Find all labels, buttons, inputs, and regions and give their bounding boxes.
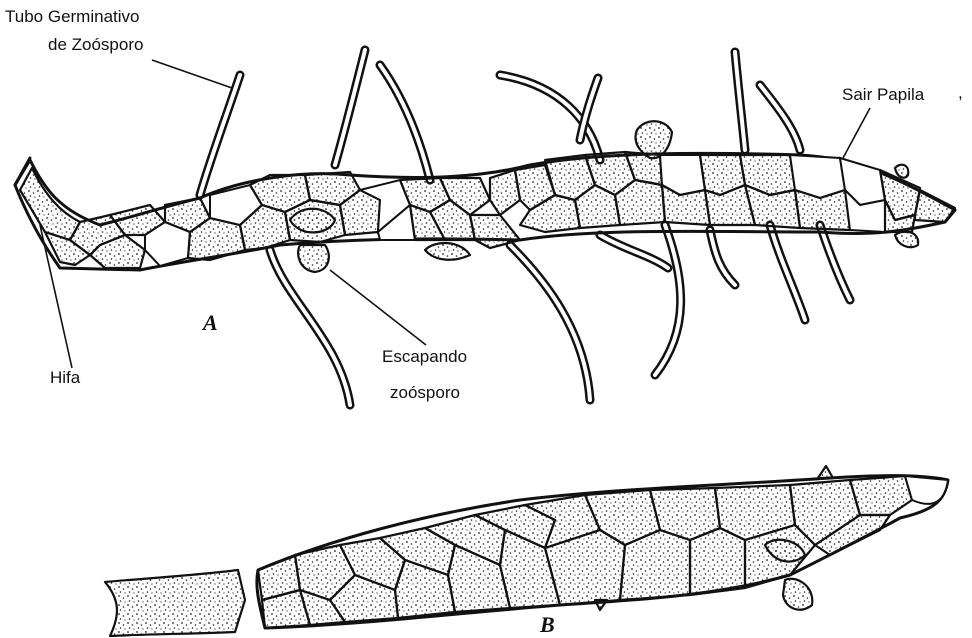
label-hifa: Hifa [50,368,81,387]
label-de-zoosporo: de Zoósporo [48,35,143,54]
figure-label-b: B [539,612,555,637]
figure-label-a: A [201,310,218,335]
stray-mark: , [958,83,963,102]
leader-papila [843,108,870,158]
leader-tubo [152,60,232,88]
hypha-b [105,570,245,636]
label-escapando: Escapando [382,347,467,366]
label-zoosporo: zoósporo [390,383,460,402]
figure-b [105,466,948,636]
figure-a [15,50,955,405]
label-tubo-germinativo: Tubo Germinativo [5,7,139,26]
leader-escapando [330,270,426,345]
label-sair-papila: Sair Papila [842,85,925,104]
